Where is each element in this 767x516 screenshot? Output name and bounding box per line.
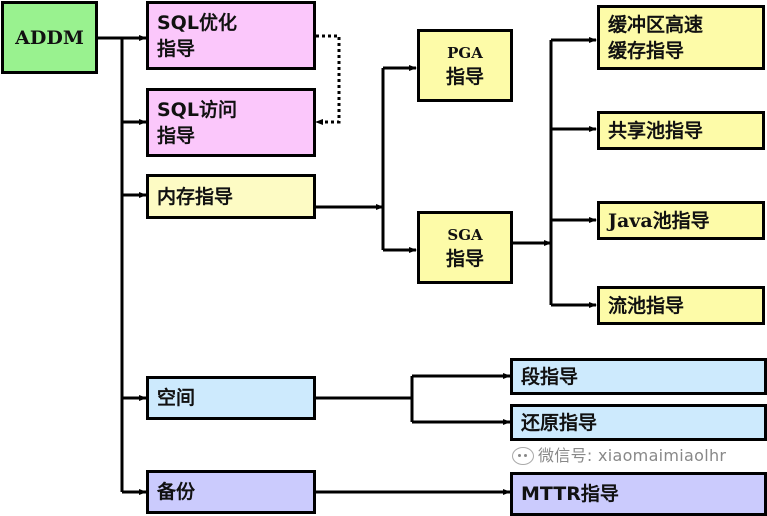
node-buffer-cache-line1: 缓冲区高速 — [608, 13, 704, 36]
node-undo-advisor: 还原指导 — [510, 404, 767, 441]
node-sql-access-line1: SQL访问 — [157, 98, 237, 121]
node-sga-advisor: SGA 指导 — [417, 211, 513, 284]
node-addm-label: ADDM — [15, 26, 84, 49]
node-shared-pool-advisor: 共享池指导 — [597, 111, 765, 150]
node-sql-access-advisor: SQL访问 指导 — [146, 88, 316, 157]
node-undo-label: 还原指导 — [521, 411, 598, 434]
node-sql-tuning-advisor: SQL优化 指导 — [146, 1, 316, 70]
node-sql-access-line2: 指导 — [157, 124, 196, 147]
node-sql-tuning-line2: 指导 — [157, 37, 196, 60]
node-java-pool-label: Java池指导 — [608, 209, 710, 232]
node-sga-line1: SGA — [447, 225, 483, 244]
node-segment-advisor: 段指导 — [510, 358, 767, 395]
node-space: 空间 — [146, 376, 316, 420]
node-pga-line1: PGA — [447, 43, 483, 62]
node-backup: 备份 — [146, 470, 316, 514]
node-addm: ADDM — [1, 1, 98, 74]
wechat-icon — [512, 447, 534, 465]
node-mttr-advisor: MTTR指导 — [510, 472, 767, 516]
node-memory-label: 内存指导 — [157, 185, 234, 208]
node-sql-tuning-line1: SQL优化 — [157, 11, 237, 34]
node-memory-advisor: 内存指导 — [146, 174, 316, 219]
node-pga-advisor: PGA 指导 — [417, 29, 513, 102]
node-shared-pool-label: 共享池指导 — [608, 119, 704, 142]
watermark-text: 微信号: xiaomaimiaolhr — [538, 446, 727, 465]
node-buffer-cache-line2: 缓存指导 — [608, 39, 685, 62]
node-streams-pool-label: 流池指导 — [608, 294, 685, 317]
node-space-label: 空间 — [157, 387, 196, 409]
node-backup-label: 备份 — [157, 481, 196, 503]
watermark: 微信号: xiaomaimiaolhr — [512, 445, 726, 467]
node-java-pool-advisor: Java池指导 — [597, 201, 765, 240]
node-mttr-label: MTTR指导 — [521, 483, 619, 505]
edge-sql-dotted — [309, 33, 341, 125]
node-streams-pool-advisor: 流池指导 — [597, 286, 765, 325]
node-pga-line2: 指导 — [445, 65, 484, 88]
node-segment-label: 段指导 — [521, 365, 579, 388]
node-buffer-cache-advisor: 缓冲区高速 缓存指导 — [597, 5, 765, 70]
node-sga-line2: 指导 — [445, 247, 484, 270]
